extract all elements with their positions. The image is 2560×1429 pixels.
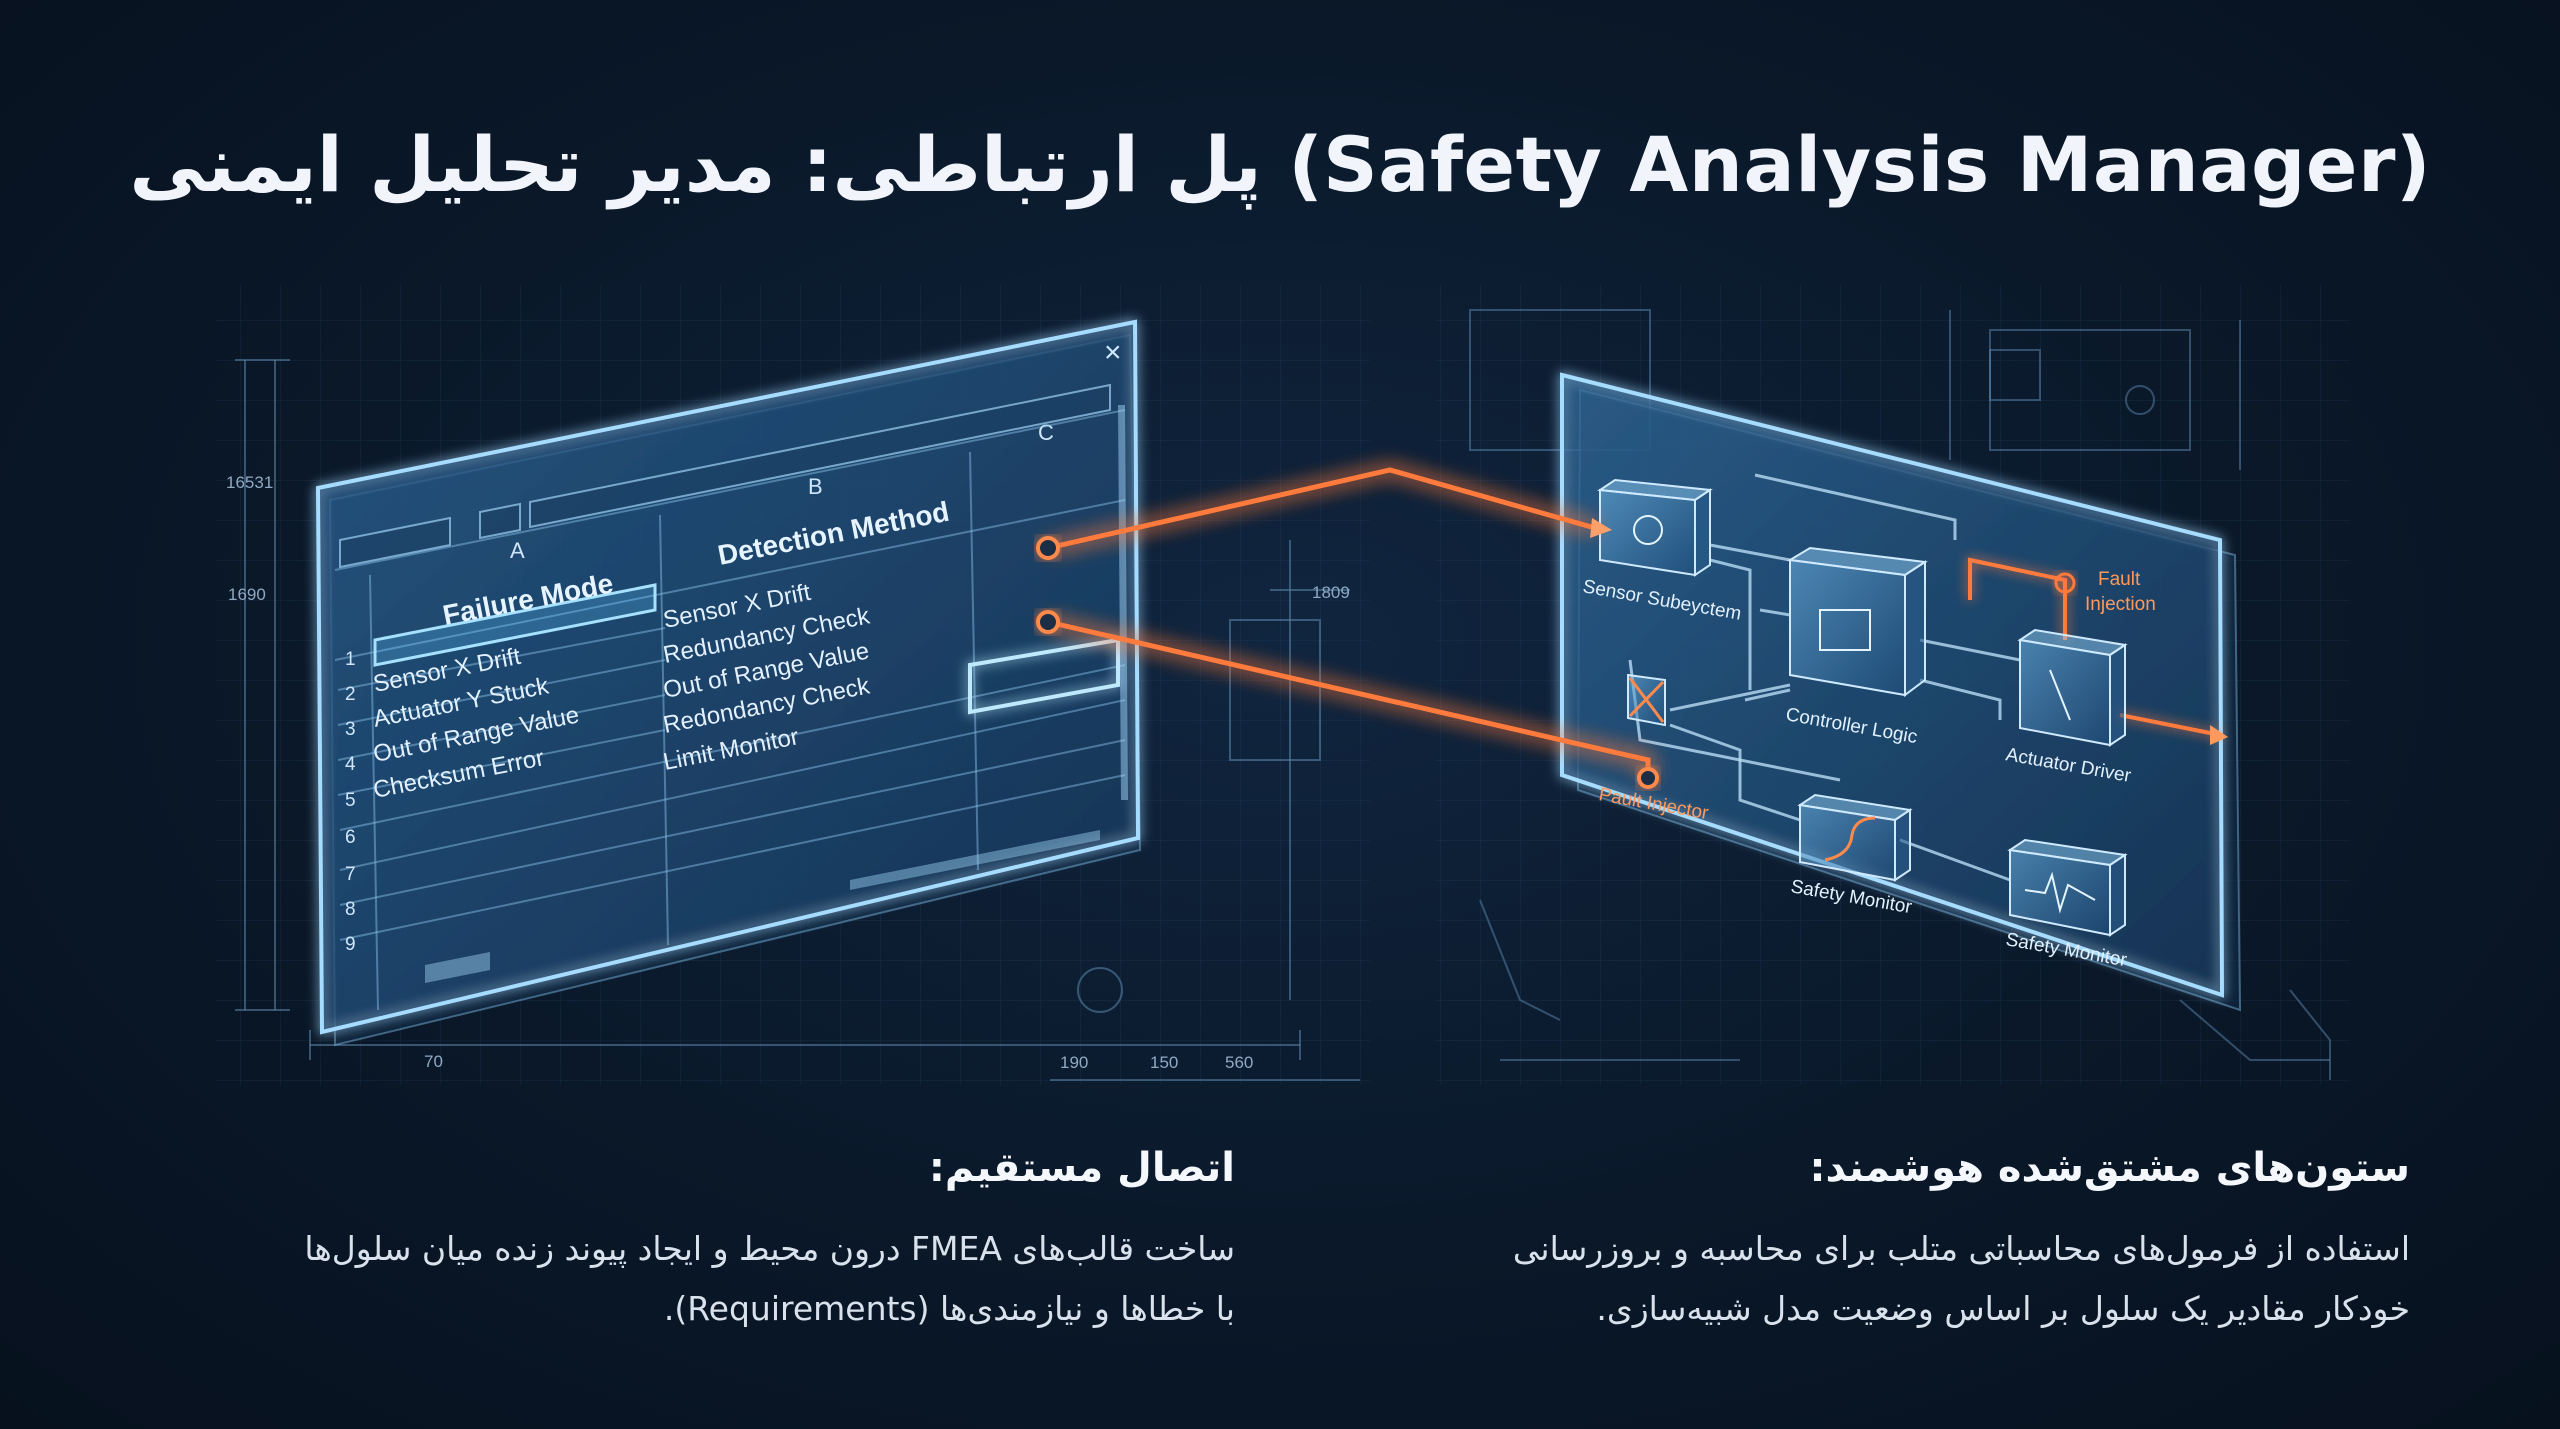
model-panel: Sensor Subeyctem Controller Logic Actuat… xyxy=(1560,372,2242,1012)
controller-logic-block[interactable] xyxy=(1787,546,1928,697)
caption-left-line-2: با خطاها و نیازمندی‌ها (Requirements). xyxy=(663,1289,1235,1328)
fault-injection-label-2: Injection xyxy=(2085,594,2156,615)
fault-injector-block[interactable] xyxy=(1627,673,1666,727)
fault-injection-node[interactable] xyxy=(2054,572,2076,594)
actuator-driver-block[interactable] xyxy=(2017,628,2128,747)
selected-cell-c[interactable] xyxy=(968,637,1120,715)
safety-monitor-block-2[interactable] xyxy=(2007,838,2128,937)
row-number: 7 xyxy=(345,864,356,885)
caption-smart-columns: ستون‌های مشتق‌شده هوشمند: استفاده از فرم… xyxy=(1395,1145,2410,1339)
name-box[interactable] xyxy=(339,516,451,569)
formula-bar[interactable] xyxy=(529,383,1111,529)
dim-label-2: 1690 xyxy=(228,585,266,604)
fx-button[interactable] xyxy=(479,502,521,540)
sheet-tab[interactable] xyxy=(425,952,490,983)
spreadsheet-frame xyxy=(315,319,1141,1035)
horizontal-scrollbar[interactable] xyxy=(850,830,1100,890)
curve-icon xyxy=(1824,816,1876,862)
column-header-b: B xyxy=(808,474,823,499)
row-number: 1 xyxy=(345,649,356,670)
dim-label-3: 1809 xyxy=(1312,583,1350,602)
row-number: 3 xyxy=(345,719,356,740)
vertical-scrollbar[interactable] xyxy=(1118,405,1128,800)
link-arrow-icon xyxy=(1590,518,1612,538)
link-target-node[interactable] xyxy=(1637,767,1659,789)
arrow-icon xyxy=(2210,725,2228,745)
caption-right-title: ستون‌های مشتق‌شده هوشمند: xyxy=(1809,1145,2410,1191)
blueprint-lines-right xyxy=(1469,309,2331,1080)
link-anchor-1[interactable] xyxy=(1036,536,1060,560)
logic-icon xyxy=(1819,609,1871,651)
column-header-a: A xyxy=(510,538,525,563)
caption-right-line-2: خودکار مقادیر یک سلول بر اساس وضعیت مدل … xyxy=(1596,1289,2410,1328)
dim-label-6: 150 xyxy=(1150,1053,1178,1072)
link-line-top xyxy=(1047,467,1596,551)
waveform-icon xyxy=(2024,871,2096,914)
row-number: 4 xyxy=(345,754,356,775)
caption-left-line-1: ساخت قالب‌های FMEA درون محیط و ایجاد پیو… xyxy=(304,1229,1235,1268)
fault-injection-label-1: Fault xyxy=(2098,569,2141,590)
fault-injection-lines xyxy=(1968,557,2221,737)
page-title: پل ارتباطی: مدیر تحلیل ایمنی (Safety Ana… xyxy=(129,120,2431,209)
caption-direct-link: اتصال مستقیم: ساخت قالب‌های FMEA درون مح… xyxy=(160,1145,1235,1339)
fault-cross-icon xyxy=(1628,677,1665,723)
link-anchor-2[interactable] xyxy=(1036,610,1060,634)
row-number: 8 xyxy=(345,899,356,920)
close-icon[interactable]: × xyxy=(1104,336,1122,369)
row-number: 6 xyxy=(345,827,356,848)
row-number: 5 xyxy=(345,790,356,811)
blueprint-lines-left xyxy=(235,359,1360,1081)
column-header-c: C xyxy=(1038,420,1054,445)
selected-cell-a[interactable] xyxy=(373,583,657,667)
caption-left-title: اتصال مستقیم: xyxy=(928,1145,1235,1191)
dim-label-4: 70 xyxy=(424,1052,443,1071)
dim-label-1: 16531 xyxy=(226,473,273,492)
sensor-subsystem-block[interactable] xyxy=(1597,478,1713,577)
sensor-icon xyxy=(1633,515,1663,545)
actuator-icon xyxy=(2049,669,2071,721)
spreadsheet-panel: × A B C xyxy=(315,319,1142,1047)
row-number: 9 xyxy=(345,934,356,955)
spreadsheet-grid xyxy=(334,409,1126,1011)
dim-label-5: 190 xyxy=(1060,1053,1088,1072)
dim-label-7: 560 xyxy=(1225,1053,1253,1072)
safety-monitor-block-1[interactable] xyxy=(1797,793,1913,882)
caption-right-line-1: استفاده از فرمول‌های محاسباتی متلب برای … xyxy=(1512,1229,2410,1268)
row-number: 2 xyxy=(345,684,356,705)
